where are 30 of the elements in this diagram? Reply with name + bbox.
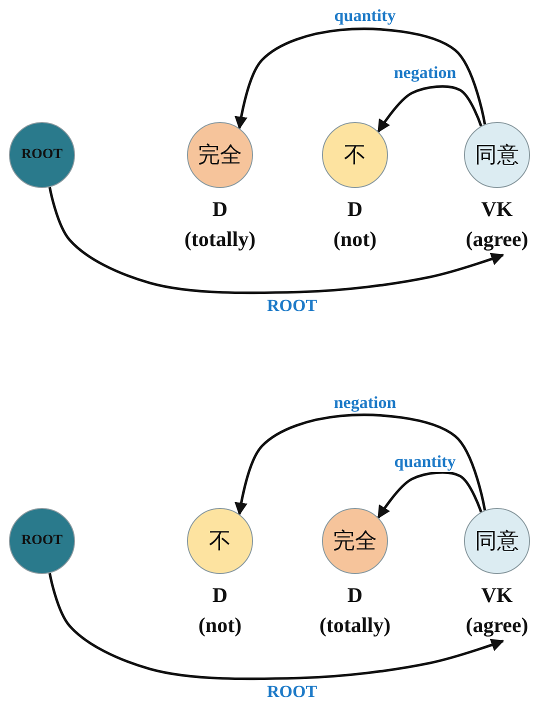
dependency-arrow <box>234 414 486 516</box>
word-circle: ROOT <box>9 508 75 574</box>
dependency-arrow <box>48 572 504 680</box>
word-circle: ROOT <box>9 122 75 188</box>
pos-tag: D <box>347 580 363 610</box>
pos-tag: VK <box>481 580 513 610</box>
edge-label: negation <box>332 393 398 413</box>
dependency-arrow <box>234 28 486 130</box>
gloss-label: (agree) <box>466 612 528 639</box>
pos-tag: D <box>212 194 228 224</box>
edge-label: negation <box>392 63 458 83</box>
gloss-label: (totally) <box>184 226 256 253</box>
word-circle: 不 <box>187 508 253 574</box>
pos-tag: D <box>347 194 363 224</box>
word-circle: 同意 <box>464 122 530 188</box>
gloss-label: (totally) <box>319 612 391 639</box>
dependency-arrow <box>48 186 504 294</box>
gloss-label: (not) <box>333 226 377 253</box>
gloss-label: (agree) <box>466 226 528 253</box>
gloss-label: (not) <box>198 612 242 639</box>
edge-label: quantity <box>332 6 398 26</box>
dependency-arrow <box>377 471 482 519</box>
word-circle: 完全 <box>322 508 388 574</box>
word-circle: 完全 <box>187 122 253 188</box>
pos-tag: D <box>212 580 228 610</box>
pos-tag: VK <box>481 194 513 224</box>
word-circle: 不 <box>322 122 388 188</box>
edge-label: quantity <box>392 452 458 472</box>
word-circle: 同意 <box>464 508 530 574</box>
dependency-arrow <box>377 85 482 133</box>
